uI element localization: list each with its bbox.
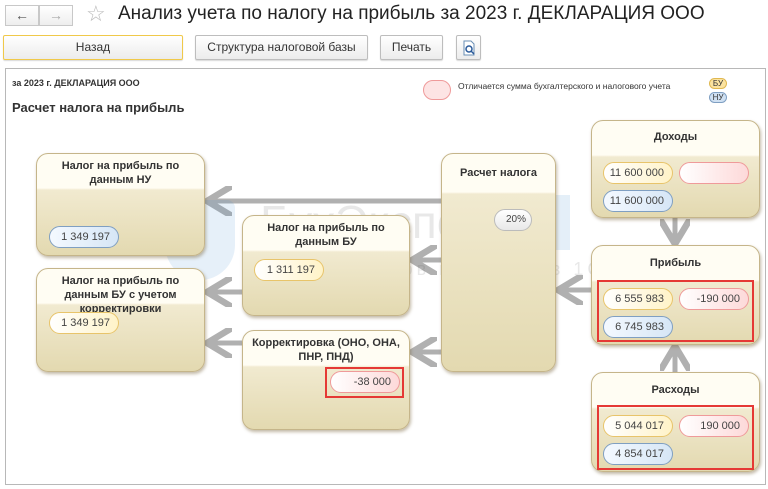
nu-value[interactable]: 11 600 000 [603, 190, 673, 212]
box-title: Корректировка (ОНО, ОНА, ПНР, ПНД) [252, 337, 400, 363]
report-subtitle: за 2023 г. ДЕКЛАРАЦИЯ ООО [12, 78, 140, 88]
back-button[interactable]: Назад [3, 35, 183, 60]
legend-bu-badge: БУ [709, 78, 727, 89]
highlight-frame [597, 280, 754, 342]
report-heading: Расчет налога на прибыль [12, 100, 185, 115]
box-title: Налог на прибыль по данным БУ [267, 222, 385, 248]
report-panel [5, 68, 766, 485]
bu-value[interactable]: 1 349 197 [49, 312, 119, 334]
bu-value[interactable]: 1 311 197 [254, 259, 324, 281]
print-button[interactable]: Печать [380, 35, 443, 60]
box-tax-nu: Налог на прибыль по данным НУ 1 349 197 [36, 153, 205, 256]
bu-value[interactable]: 5 044 017 [603, 415, 673, 437]
diff-value[interactable] [679, 162, 749, 184]
box-title: Расходы [651, 384, 700, 396]
box-title: Доходы [653, 131, 698, 143]
bu-value[interactable]: 11 600 000 [603, 162, 673, 184]
box-tax-calc: Расчет налога 20% [441, 153, 556, 372]
diff-value[interactable]: 190 000 [679, 415, 749, 437]
legend-nu-badge: НУ [709, 92, 727, 103]
highlight-frame [597, 405, 754, 470]
highlight-frame [325, 367, 404, 398]
rate-value[interactable]: 20% [494, 209, 532, 231]
box-income: Доходы 11 600 000 11 600 000 [591, 120, 760, 218]
diff-value[interactable]: -38 000 [330, 371, 400, 393]
arrow-left-icon: ← [15, 7, 29, 23]
legend-diff-swatch [423, 80, 451, 100]
nu-value[interactable]: 4 854 017 [603, 443, 673, 465]
back-nav-button[interactable]: ← [5, 5, 39, 26]
document-search-icon [463, 40, 475, 56]
arrow-right-icon: → [49, 7, 63, 23]
box-title: Налог на прибыль по данным НУ [61, 160, 180, 186]
box-tax-bu: Налог на прибыль по данным БУ 1 311 197 [242, 215, 410, 316]
box-expenses: Расходы 5 044 017 190 000 4 854 017 [591, 372, 760, 472]
box-title: Прибыль [649, 257, 702, 269]
preview-button[interactable] [456, 35, 481, 60]
legend-text: Отличается сумма бухгалтерского и налого… [458, 81, 671, 91]
box-title: Расчет налога [460, 167, 537, 179]
box-tax-bu-corrected: Налог на прибыль по данным БУ с учетом к… [36, 268, 205, 372]
nu-value[interactable]: 6 745 983 [603, 316, 673, 338]
bu-value[interactable]: 6 555 983 [603, 288, 673, 310]
forward-nav-button[interactable]: → [39, 5, 73, 26]
box-profit: Прибыль 6 555 983 -190 000 6 745 983 [591, 245, 760, 345]
box-title: Налог на прибыль по данным БУ с учетом к… [61, 275, 180, 315]
diff-value[interactable]: -190 000 [679, 288, 749, 310]
window-title: Анализ учета по налогу на прибыль за 202… [118, 3, 705, 24]
nu-value[interactable]: 1 349 197 [49, 226, 119, 248]
structure-button[interactable]: Структура налоговой базы [195, 35, 368, 60]
star-icon[interactable]: ☆ [86, 1, 106, 26]
